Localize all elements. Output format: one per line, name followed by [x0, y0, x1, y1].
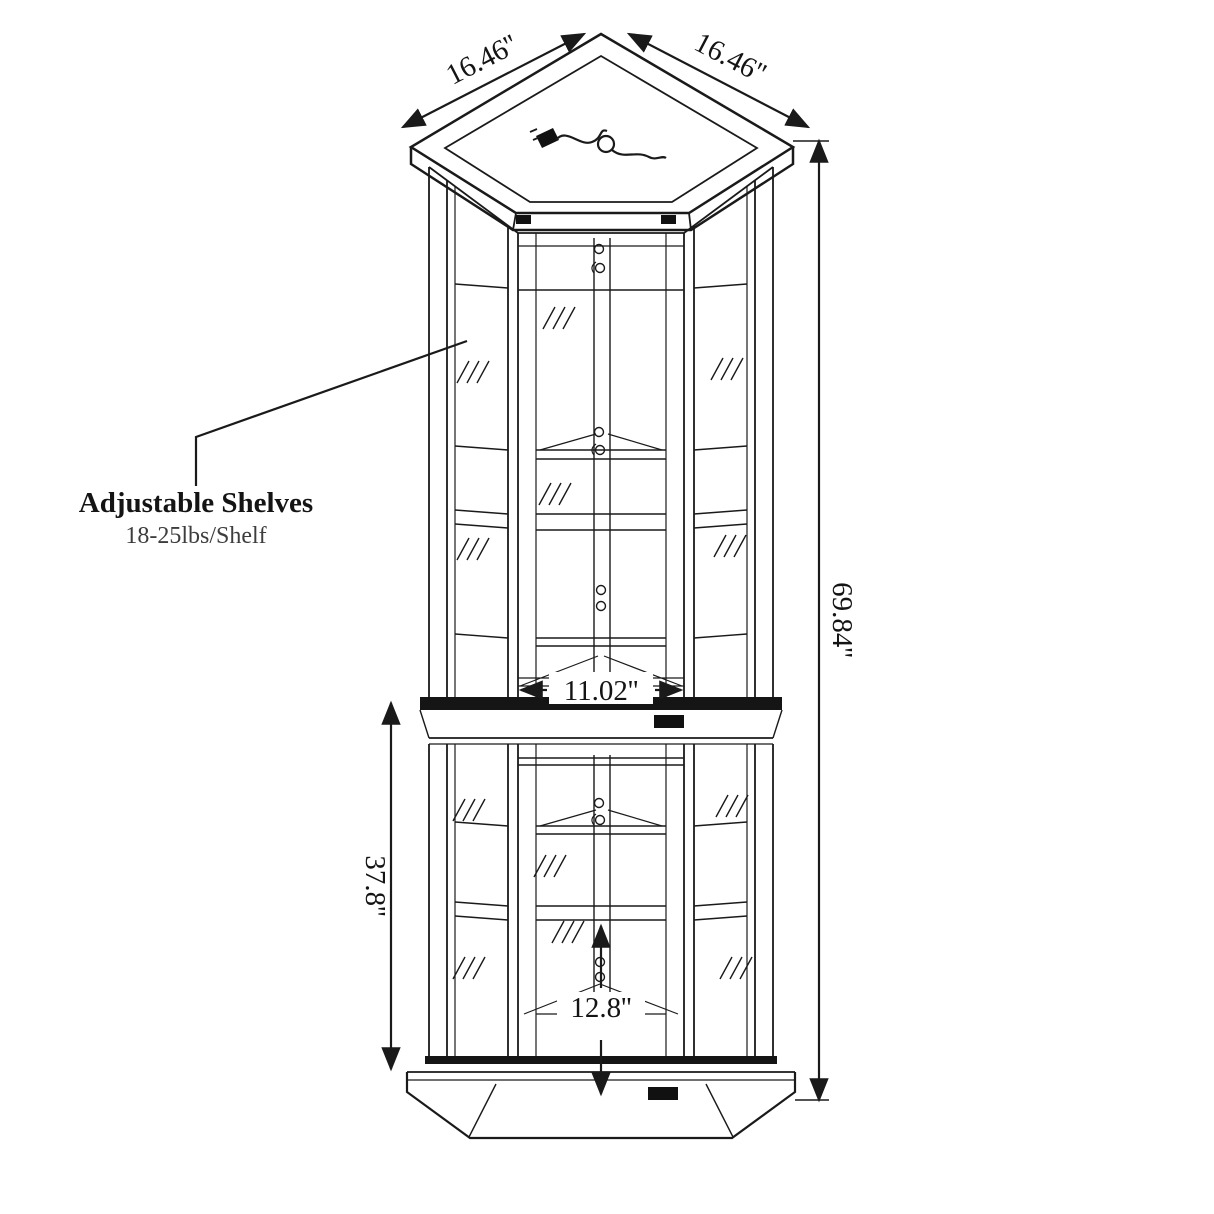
- power-cord-icon: [529, 128, 667, 160]
- top-left-width-label: 16.46'': [441, 28, 523, 91]
- hinge-tab-right: [661, 215, 676, 224]
- base-depth-label: 12.8'': [570, 992, 631, 1024]
- dimension-base-depth: 12.8'': [557, 923, 645, 1097]
- dimension-top-left-width: 16.46'': [400, 28, 587, 129]
- adjustable-shelves-label: Adjustable Shelves: [79, 487, 313, 519]
- cabinet-body-frame: [428, 166, 774, 1056]
- glass-hatch-marks: [452, 306, 753, 980]
- back-corner-post: [591, 238, 611, 1008]
- inner-width-label: 11.02'': [564, 675, 639, 707]
- adjustable-shelves-annotation: Adjustable Shelves 18-25lbs/Shelf: [79, 339, 468, 549]
- cabinet-top: [408, 32, 796, 232]
- glass-shelves: [454, 283, 748, 1015]
- shelf-capacity-label: 18-25lbs/Shelf: [125, 523, 266, 549]
- door-latch-lower: [648, 1087, 678, 1100]
- door-latch-upper: [654, 715, 684, 728]
- top-right-width-label: 16.46'': [689, 26, 771, 89]
- lower-section-height-label: 37.8'': [359, 855, 391, 916]
- overall-height-label: 69.84'': [826, 582, 858, 658]
- dimension-lower-section-height: 37.8'': [359, 700, 401, 1072]
- waist-molding: [419, 697, 783, 745]
- dimension-inner-width: 11.02'': [518, 672, 684, 707]
- dimension-top-right-width: 16.46'': [626, 26, 811, 129]
- leader-line: [194, 339, 468, 486]
- hinge-tab-left: [516, 215, 531, 224]
- dimension-overall-height: 69.84'': [793, 138, 858, 1103]
